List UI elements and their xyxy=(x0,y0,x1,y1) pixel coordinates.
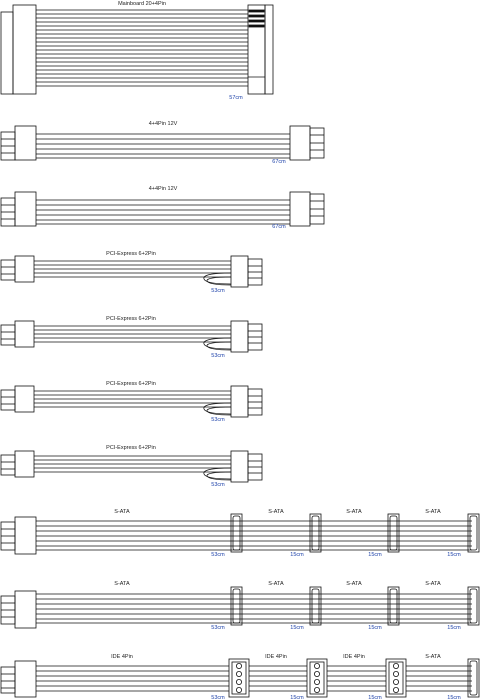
sata1-connector-1 xyxy=(230,513,243,553)
sata1-seg4-length: 15cm xyxy=(447,552,461,558)
sata2-seg4-length: 15cm xyxy=(447,625,461,631)
pcie3-length: 53cm xyxy=(211,417,225,423)
pcie1-psu-connector xyxy=(14,255,35,283)
sata1-wire-bundle xyxy=(36,520,472,551)
pcie2-psu-side-pins xyxy=(0,324,16,346)
pcie1-gpu-connector xyxy=(230,255,249,288)
sata1-seg3-length: 15cm xyxy=(368,552,382,558)
mainboard-length: 57cm xyxy=(229,95,243,101)
sata2-cable xyxy=(0,586,480,629)
sata2-seg1-length: 53cm xyxy=(211,625,225,631)
sata2-seg1-label: S-ATA xyxy=(114,581,130,587)
pcie2-gpu-connector xyxy=(230,320,249,353)
mainboard-24pin-connector xyxy=(247,4,266,95)
pcie3-psu-connector xyxy=(14,385,35,413)
cpu2-psu-connector xyxy=(14,191,37,227)
cpu2-length: 67cm xyxy=(272,224,286,230)
pcie4-length: 53cm xyxy=(211,482,225,488)
sata2-seg2-length: 15cm xyxy=(290,625,304,631)
cpu2-cable xyxy=(0,191,325,227)
ide-seg2-length: 15cm xyxy=(290,695,304,700)
ide-psu-connector xyxy=(14,660,37,698)
pcie1-length: 53cm xyxy=(211,288,225,294)
ide-seg3-length: 15cm xyxy=(368,695,382,700)
sata1-seg3-label: S-ATA xyxy=(346,509,362,515)
sata1-seg2-label: S-ATA xyxy=(268,509,284,515)
ide-cable xyxy=(0,658,480,698)
pcie1-label: PCI-Express 6+2Pin xyxy=(106,251,156,257)
ide-psu-side-pins xyxy=(0,666,16,694)
sata2-connector-4 xyxy=(467,586,480,626)
cpu1-label: 4+4Pin 12V xyxy=(149,121,178,127)
sata1-psu-connector xyxy=(14,516,37,555)
sata2-wire-bundle xyxy=(36,593,472,624)
mainboard-black-wire xyxy=(248,9,265,13)
ide-seg2-label: IDE 4Pin xyxy=(265,654,287,660)
ide-seg4-length: 15cm xyxy=(447,695,461,700)
sata1-connector-4 xyxy=(467,513,480,553)
ide-seg4-label: S-ATA xyxy=(425,654,441,660)
ide-seg1-label: IDE 4Pin xyxy=(111,654,133,660)
ide-seg3-label: IDE 4Pin xyxy=(343,654,365,660)
cpu2-label: 4+4Pin 12V xyxy=(149,186,178,192)
ide-molex-connector-1 xyxy=(228,658,250,698)
sata2-seg2-label: S-ATA xyxy=(268,581,284,587)
sata1-seg1-length: 53cm xyxy=(211,552,225,558)
sata2-connector-1 xyxy=(230,586,243,626)
ide-molex-connector-3 xyxy=(385,658,407,698)
sata1-seg1-label: S-ATA xyxy=(114,509,130,515)
cpu1-length: 67cm xyxy=(272,159,286,165)
sata2-seg3-label: S-ATA xyxy=(346,581,362,587)
sata1-cable xyxy=(0,513,480,555)
pcie4-gpu-connector xyxy=(230,450,249,483)
sata2-seg3-length: 15cm xyxy=(368,625,382,631)
sata2-connector-2 xyxy=(309,586,322,626)
ide-sata-end-connector xyxy=(467,658,480,698)
mainboard-black-wire xyxy=(248,24,265,28)
pcie2-length: 53cm xyxy=(211,353,225,359)
cpu1-cable xyxy=(0,125,325,161)
pcie1-psu-side-pins xyxy=(0,259,16,281)
mainboard-psu-side-pins xyxy=(0,11,14,95)
cpu2-8pin-connector xyxy=(289,191,311,227)
mainboard-black-wire xyxy=(248,19,265,23)
mainboard-cable xyxy=(0,4,274,95)
pcie1-cable xyxy=(0,255,263,288)
sata2-connector-3 xyxy=(387,586,400,626)
pcie4-psu-connector xyxy=(14,450,35,478)
mainboard-label: Mainboard 20+4Pin xyxy=(118,1,166,7)
ide-molex-connector-2 xyxy=(306,658,328,698)
sata2-psu-connector xyxy=(14,590,37,629)
pcie3-gpu-connector xyxy=(230,385,249,418)
cpu1-8pin-connector xyxy=(289,125,311,161)
pcie3-psu-side-pins xyxy=(0,389,16,411)
pcie3-cable xyxy=(0,385,263,418)
pcie2-label: PCI-Express 6+2Pin xyxy=(106,316,156,322)
sata1-seg4-label: S-ATA xyxy=(425,509,441,515)
pcie4-psu-side-pins xyxy=(0,454,16,476)
ide-wire-bundle xyxy=(36,665,472,692)
sata1-connector-3 xyxy=(387,513,400,553)
ide-seg1-length: 53cm xyxy=(211,695,225,700)
sata2-seg4-label: S-ATA xyxy=(425,581,441,587)
mainboard-connector-latch xyxy=(264,4,274,95)
mainboard-wire-bundle xyxy=(36,9,248,87)
pcie3-label: PCI-Express 6+2Pin xyxy=(106,381,156,387)
mainboard-black-wire xyxy=(248,14,265,18)
pcie4-label: PCI-Express 6+2Pin xyxy=(106,445,156,451)
cpu1-psu-connector xyxy=(14,125,37,161)
sata1-connector-2 xyxy=(309,513,322,553)
pcie2-cable xyxy=(0,320,263,353)
pcie2-psu-connector xyxy=(14,320,35,348)
pcie4-cable xyxy=(0,450,263,483)
mainboard-psu-connector xyxy=(12,4,37,95)
sata1-seg2-length: 15cm xyxy=(290,552,304,558)
